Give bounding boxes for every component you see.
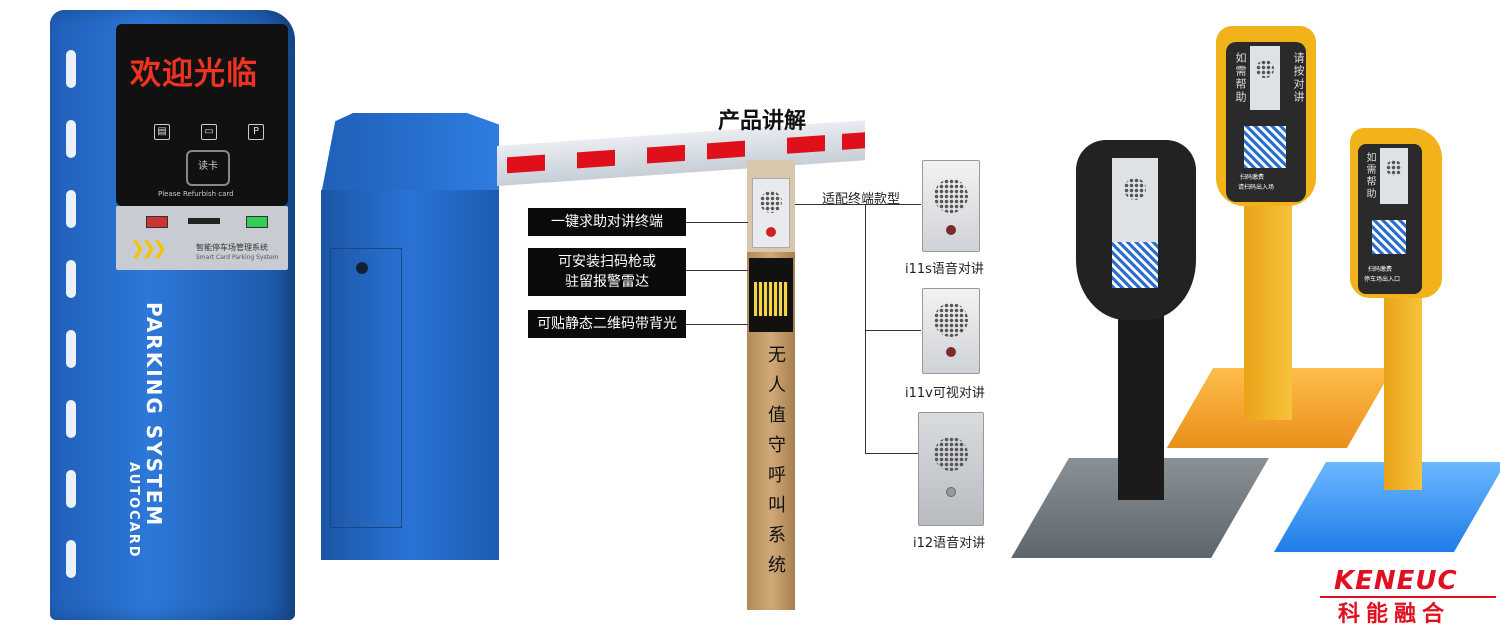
leader-line xyxy=(686,270,748,271)
small-caption-1: 扫码缴费 xyxy=(1368,266,1393,273)
barrier-arm xyxy=(497,120,865,186)
card-slot[interactable] xyxy=(188,218,220,224)
stand-intercom xyxy=(1112,158,1158,242)
bracket-line xyxy=(865,204,921,205)
small-stand-head: 如需帮助 扫码缴费 停车场出入口 xyxy=(1350,128,1442,298)
barrier-access-door xyxy=(330,248,402,528)
brand-logo-bar xyxy=(1320,596,1496,598)
call-button[interactable] xyxy=(946,487,956,497)
small-stand-post xyxy=(1384,280,1422,490)
call-button[interactable] xyxy=(946,225,956,235)
speaker-icon xyxy=(1124,178,1146,200)
kiosk-vent xyxy=(66,190,76,228)
kiosk-vent xyxy=(66,120,76,158)
plate-title: 智能停车场管理系统 xyxy=(196,243,268,252)
section-title: 产品讲解 xyxy=(718,109,807,134)
bracket-line xyxy=(795,204,865,205)
brand-logo-en: KENEUC xyxy=(1334,566,1458,596)
model-label-i12: i12语音对讲 xyxy=(913,536,986,551)
kiosk-vertical-subtitle: AUTOCARD xyxy=(126,462,141,559)
black-stand-post xyxy=(1118,300,1164,500)
parking-icon: P xyxy=(248,124,264,140)
yellow-stand-post xyxy=(1244,200,1292,420)
speaker-icon xyxy=(1386,160,1402,176)
feature-label-qr: 可贴静态二维码带背光 xyxy=(528,310,686,338)
model-label-i11s: i11s语音对讲 xyxy=(905,262,984,277)
yellow-caption-2: 请扫码出入场 xyxy=(1238,184,1275,191)
arm-stripe xyxy=(507,154,545,174)
intercom-text: 请按对讲 xyxy=(1292,52,1305,104)
models-header: 适配终端款型 xyxy=(822,192,901,207)
card-reader-caption: Please Refurbish card xyxy=(158,190,234,198)
chevron-arrows-icon: ❯❯❯ xyxy=(130,238,167,259)
speaker-icon xyxy=(760,191,782,213)
leader-line xyxy=(686,222,748,223)
yellow-stand-head: 如需帮助 请按对讲 扫码缴费 请扫码出入场 xyxy=(1216,26,1316,206)
small-help-text: 如需帮助 xyxy=(1364,152,1375,200)
plate-subtitle: Smart Card Parking System xyxy=(196,254,279,261)
barrier-gate-head xyxy=(321,113,499,195)
yellow-caption-1: 扫码缴费 xyxy=(1240,174,1265,181)
pillar-intercom xyxy=(752,178,790,248)
kiosk-vertical-title: PARKING SYSTEM xyxy=(142,302,166,528)
ticket-icon: ▤ xyxy=(154,124,170,140)
card-icon: ▭ xyxy=(201,124,217,140)
black-stand-head xyxy=(1076,140,1196,320)
intercom-panel-i11s xyxy=(922,160,980,252)
arm-stripe xyxy=(707,140,745,160)
help-text: 如需帮助 xyxy=(1234,52,1247,104)
bracket-line xyxy=(865,330,921,331)
arm-stripe xyxy=(577,149,615,169)
model-label-i11v: i11v可视对讲 xyxy=(905,386,985,401)
qr-code xyxy=(754,282,788,316)
pillar-vertical-text: 无人值守呼叫系统 xyxy=(765,345,786,585)
green-button[interactable] xyxy=(246,216,268,228)
feature-label-scanner: 可安装扫码枪或 驻留报警雷达 xyxy=(528,248,686,296)
arm-stripe xyxy=(647,144,685,164)
speaker-icon xyxy=(1256,60,1274,78)
kiosk-vent xyxy=(66,330,76,368)
arm-stripe xyxy=(842,132,865,150)
speaker-icon xyxy=(934,303,968,337)
parking-kiosk: 欢迎光临 ▤ ▭ P 读卡 Please Refurbish card ❯❯❯ … xyxy=(50,10,295,620)
stand-intercom xyxy=(1250,46,1280,110)
qr-code xyxy=(1244,126,1286,168)
call-button[interactable] xyxy=(946,347,956,357)
qr-code xyxy=(1372,220,1406,254)
led-welcome-text: 欢迎光临 xyxy=(130,56,258,92)
intercom-panel-i11v xyxy=(922,288,980,374)
lock-icon xyxy=(356,262,368,274)
barrier-gate-body xyxy=(321,190,499,560)
card-reader[interactable]: 读卡 xyxy=(186,150,230,186)
feature-label-intercom: 一键求助对讲终端 xyxy=(528,208,686,236)
speaker-icon xyxy=(934,437,968,471)
kiosk-icon-row: ▤ ▭ P xyxy=(154,124,264,140)
bracket-line xyxy=(865,204,866,454)
call-button[interactable] xyxy=(766,227,776,237)
red-button[interactable] xyxy=(146,216,168,228)
kiosk-vent xyxy=(66,50,76,88)
small-caption-2: 停车场出入口 xyxy=(1364,276,1401,283)
kiosk-vent xyxy=(66,260,76,298)
brand-logo-cn: 科能融合 xyxy=(1338,602,1451,627)
qr-code xyxy=(1112,242,1158,288)
kiosk-display-panel: 欢迎光临 ▤ ▭ P 读卡 Please Refurbish card xyxy=(116,24,288,206)
arm-stripe xyxy=(787,135,825,154)
speaker-icon xyxy=(934,179,968,213)
intercom-panel-i12 xyxy=(918,412,984,526)
stand-intercom xyxy=(1380,148,1408,204)
kiosk-vent xyxy=(66,470,76,508)
kiosk-control-plate: ❯❯❯ 智能停车场管理系统 Smart Card Parking System xyxy=(116,206,288,270)
bracket-line xyxy=(865,453,921,454)
kiosk-vent xyxy=(66,540,76,578)
leader-line xyxy=(686,324,748,325)
kiosk-vent xyxy=(66,400,76,438)
